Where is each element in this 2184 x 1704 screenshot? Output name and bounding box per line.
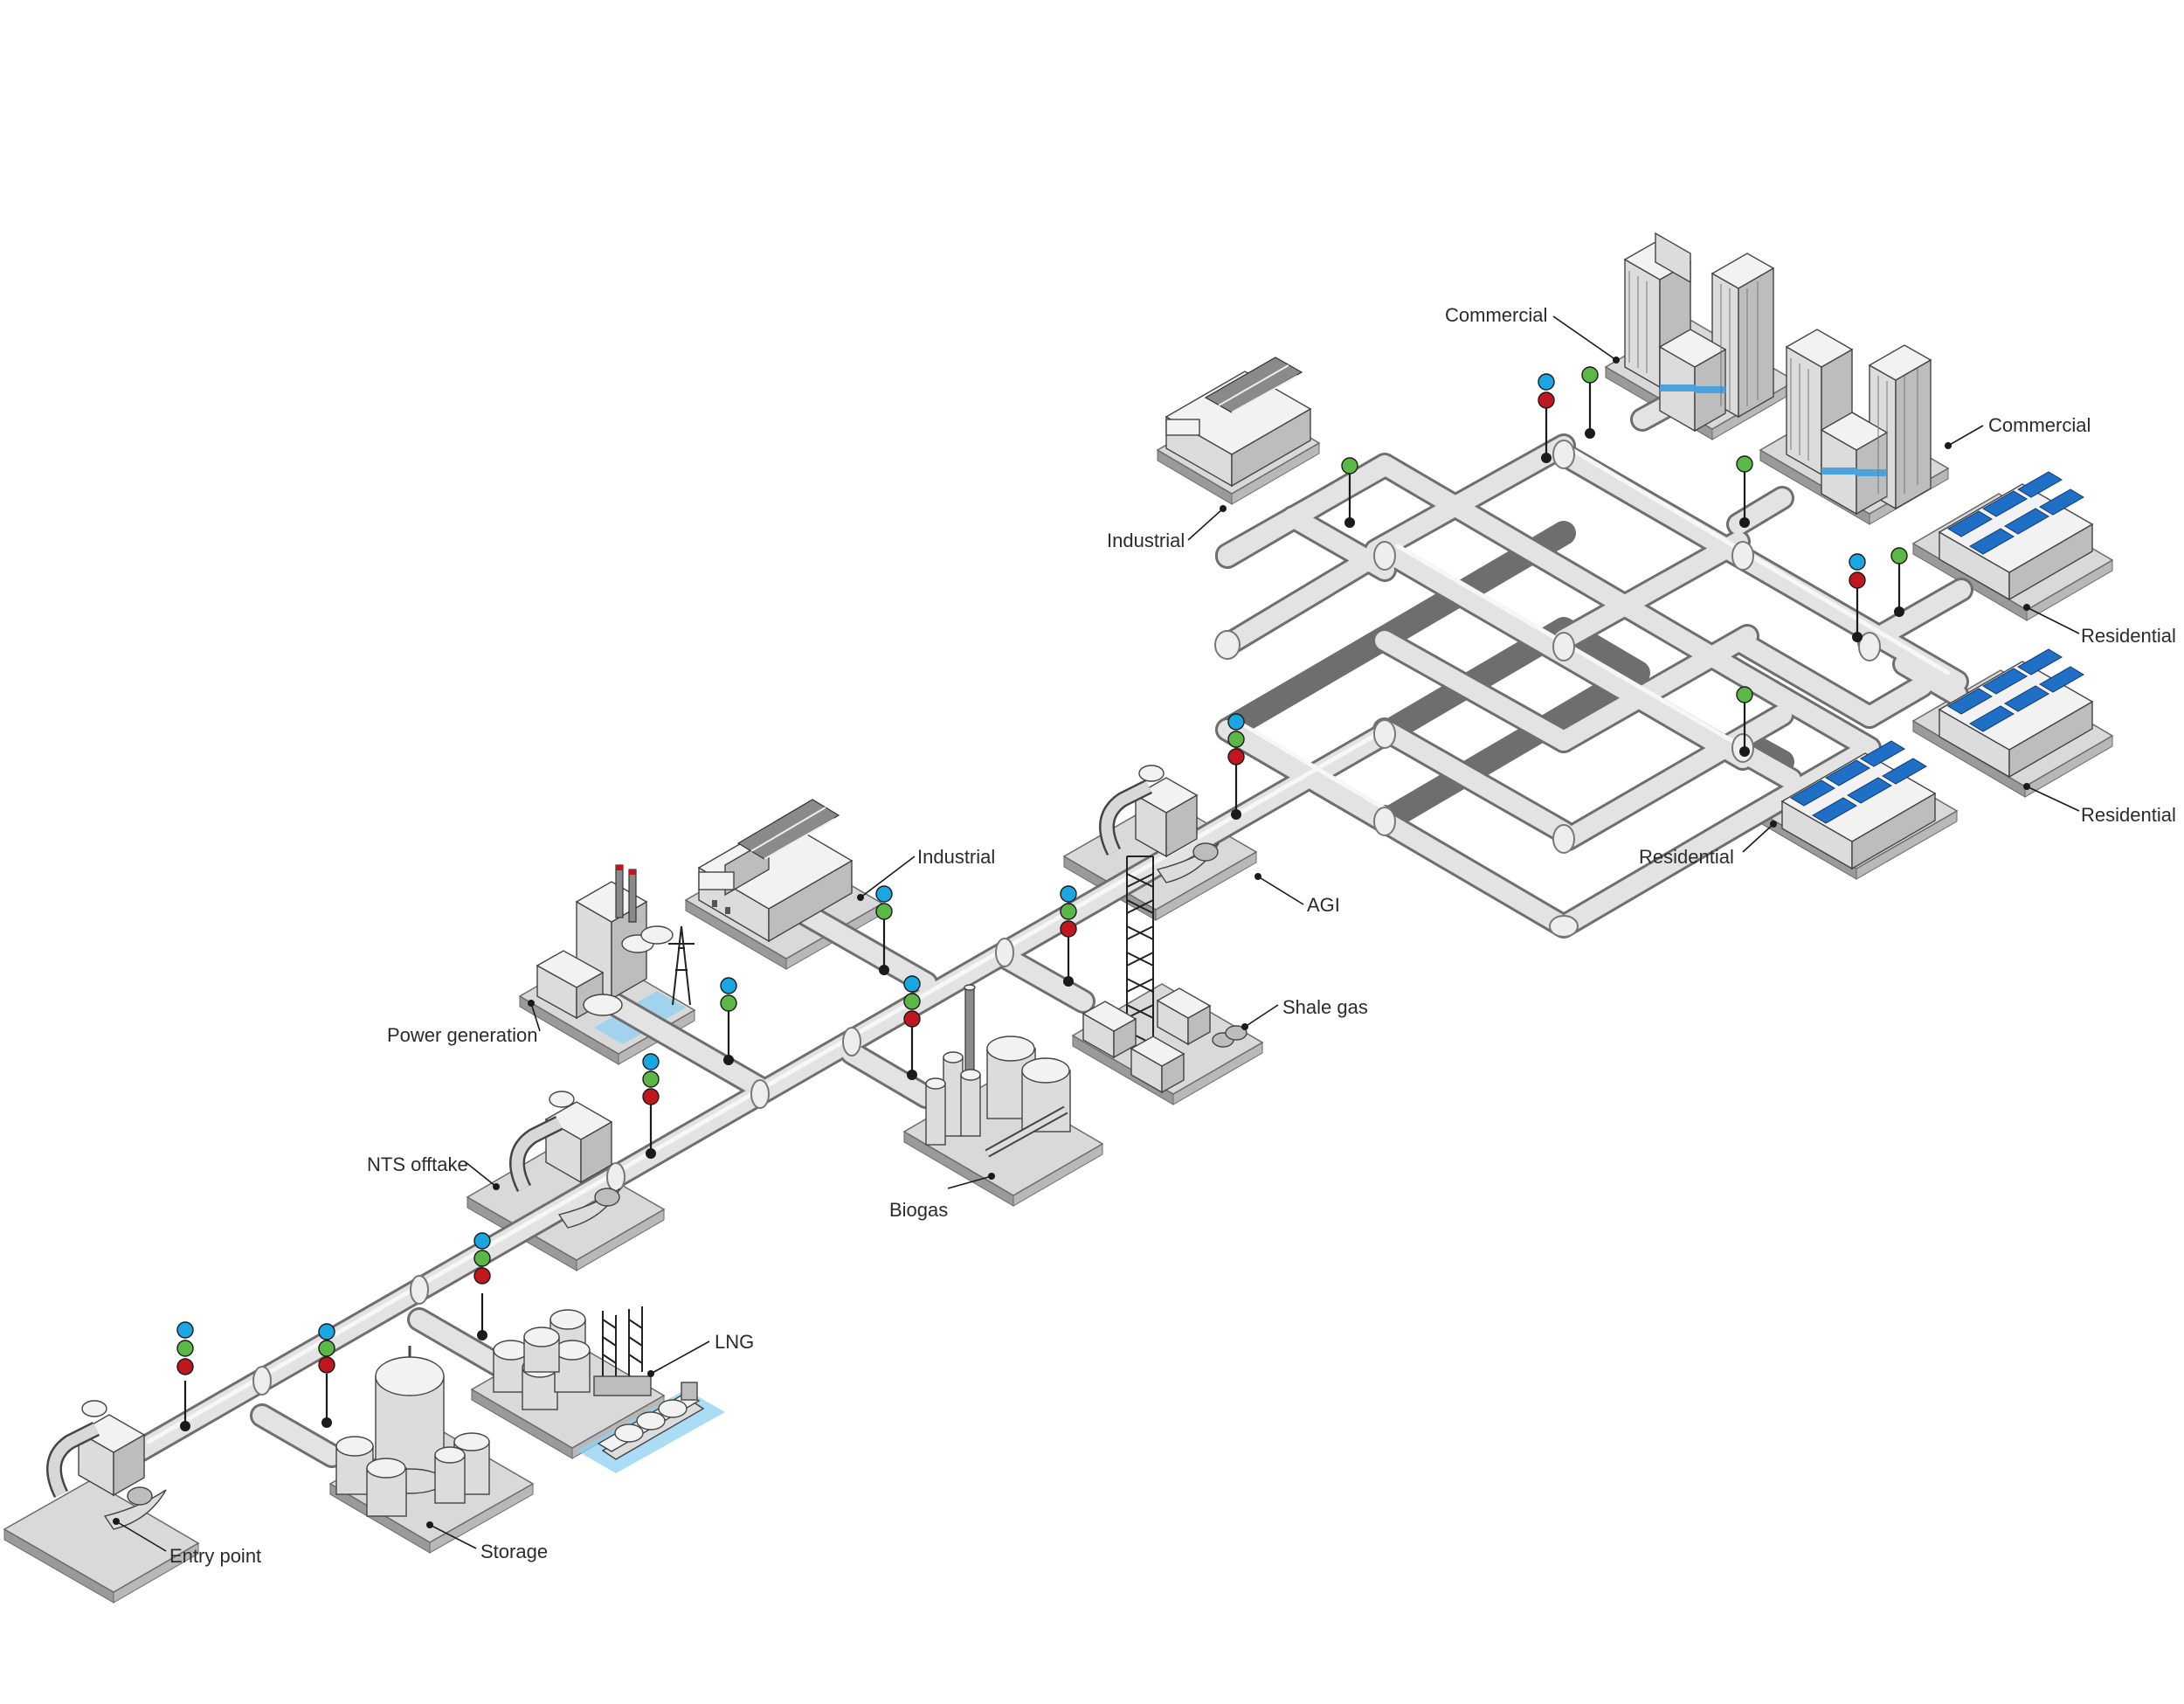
indicator-green xyxy=(318,1340,335,1357)
indicator-blue xyxy=(473,1232,491,1250)
indicator-green xyxy=(642,1070,660,1088)
indicator-blue xyxy=(1538,373,1555,391)
agi-facility xyxy=(1099,765,1220,883)
indicator-green xyxy=(1581,366,1599,384)
storage-facility xyxy=(335,1346,490,1517)
industrial-1-facility xyxy=(1165,357,1312,488)
label-power-generation: Power generation xyxy=(387,1024,537,1046)
indicator-green xyxy=(720,994,737,1012)
indicator-red xyxy=(473,1267,491,1285)
indicator-blue xyxy=(1227,713,1245,731)
label-agi: AGI xyxy=(1307,894,1340,916)
indicator-markers xyxy=(176,366,1908,1431)
indicator-entry-point xyxy=(176,1321,194,1431)
indicator-lng xyxy=(473,1232,491,1340)
indicator-shale-gas xyxy=(1060,885,1077,987)
label-residential-1: Residential xyxy=(2081,625,2176,647)
indicator-blue xyxy=(1060,885,1077,903)
indicator-industrial-2 xyxy=(875,885,893,975)
indicator-commercial-2 xyxy=(1736,455,1753,528)
label-lng: LNG xyxy=(715,1331,754,1353)
indicator-green xyxy=(176,1340,194,1357)
indicator-green xyxy=(1341,457,1358,474)
indicator-blue xyxy=(720,977,737,994)
indicator-agi xyxy=(1227,713,1245,820)
indicator-red xyxy=(1538,391,1555,409)
labels: Commercial Commercial Industrial Residen… xyxy=(169,304,2176,1567)
residential-3-facility xyxy=(1780,740,1937,870)
indicator-blue xyxy=(318,1323,335,1340)
indicator-residential-3 xyxy=(1736,686,1753,757)
label-biogas: Biogas xyxy=(889,1199,948,1221)
indicator-power-generation xyxy=(720,977,737,1065)
indicator-residential-1b xyxy=(1890,547,1908,617)
indicator-red xyxy=(903,1010,921,1028)
indicator-commercial-1b xyxy=(1581,366,1599,439)
indicator-residential-1a xyxy=(1849,553,1866,642)
pylon xyxy=(668,925,695,1006)
industrial-2-facility xyxy=(697,799,854,943)
shale-gas-facility xyxy=(1082,855,1248,1094)
leader-lines xyxy=(113,315,2080,1552)
label-storage: Storage xyxy=(480,1541,548,1562)
indicator-biogas xyxy=(903,975,921,1080)
indicator-blue xyxy=(875,885,893,903)
indicator-blue xyxy=(1849,553,1866,571)
residential-2-facility xyxy=(1938,648,2094,779)
pipe-network xyxy=(128,355,1973,1468)
entry-point-facility xyxy=(46,1400,167,1530)
indicator-green xyxy=(1890,547,1908,565)
label-residential-3: Residential xyxy=(1639,846,1734,868)
label-residential-2: Residential xyxy=(2081,804,2176,826)
indicator-commercial-1a xyxy=(1538,373,1555,463)
indicator-green xyxy=(875,903,893,920)
residential-1-facility xyxy=(1938,471,2094,601)
label-entry-point: Entry point xyxy=(169,1545,261,1567)
label-commercial-2: Commercial xyxy=(1988,414,2091,436)
label-commercial-1: Commercial xyxy=(1445,304,1547,326)
lng-loading-tower xyxy=(602,1306,643,1382)
lng-facility xyxy=(493,1306,705,1460)
biogas-facility xyxy=(925,984,1071,1158)
indicator-storage xyxy=(318,1323,335,1428)
pipe-joints xyxy=(252,440,1881,1396)
site-plates xyxy=(3,318,2114,1604)
indicator-nts-offtake xyxy=(642,1053,660,1159)
indicator-red xyxy=(1849,571,1866,589)
label-nts-offtake: NTS offtake xyxy=(367,1153,468,1175)
indicator-blue xyxy=(903,975,921,993)
indicator-green xyxy=(1060,903,1077,920)
label-industrial-2: Industrial xyxy=(917,846,995,868)
indicator-green xyxy=(473,1250,491,1267)
commercial-2-facility xyxy=(1785,329,1932,516)
commercial-1-facility xyxy=(1623,232,1775,433)
label-shale-gas: Shale gas xyxy=(1282,996,1368,1018)
indicator-red xyxy=(1060,920,1077,938)
indicator-red xyxy=(1227,748,1245,765)
indicator-red xyxy=(318,1356,335,1374)
indicator-green xyxy=(1227,731,1245,748)
indicator-blue xyxy=(176,1321,194,1339)
indicator-blue xyxy=(642,1053,660,1070)
lng-tanker-ship xyxy=(597,1382,705,1460)
plate-entry-point xyxy=(3,1479,200,1604)
indicator-green xyxy=(903,993,921,1010)
indicator-green xyxy=(1736,455,1753,473)
indicator-industrial-1 xyxy=(1341,457,1358,528)
power-generation-facility xyxy=(536,864,695,1020)
indicator-red xyxy=(176,1358,194,1375)
indicator-red xyxy=(642,1088,660,1105)
nts-offtake-facility xyxy=(509,1091,621,1229)
label-industrial-1: Industrial xyxy=(1107,530,1185,551)
indicator-green xyxy=(1736,686,1753,703)
